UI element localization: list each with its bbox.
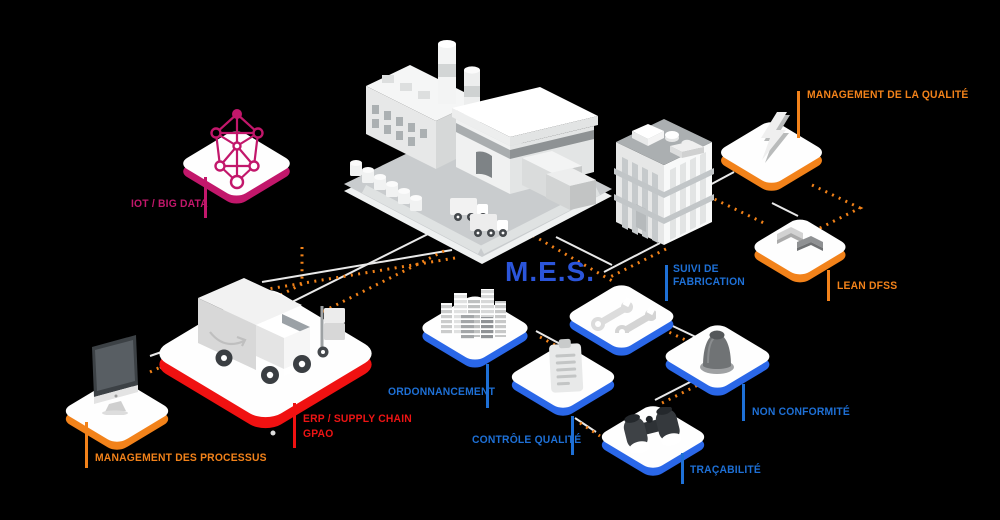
suivi-fabrication-label: SUIVI DE FABRICATION <box>673 263 745 289</box>
erp-label-line1: ERP / SUPPLY CHAIN <box>303 413 412 425</box>
management-qualite-label-line <box>797 91 800 138</box>
management-processus-label-line <box>85 422 88 468</box>
suivi-label-line1: SUIVI DE <box>673 263 719 275</box>
alarm-cone-icon <box>700 330 734 374</box>
lean-blocks-icon <box>777 227 823 251</box>
non-conformite-label: NON CONFORMITÉ <box>752 406 850 418</box>
city-towers-icon <box>441 289 506 339</box>
non-conformite-label-line <box>742 384 745 421</box>
factory-icon <box>344 40 612 264</box>
erp-label: ERP / SUPPLY CHAIN GPAO <box>303 412 412 441</box>
ordonnancement-label: ORDONNANCEMENT <box>388 386 496 398</box>
clipboard-icon <box>549 338 584 393</box>
tracabilite-label: TRAÇABILITÉ <box>690 464 761 476</box>
ordonnancement-label-line <box>486 364 489 408</box>
suivi-fabrication-label-line <box>665 265 668 301</box>
delivery-truck-icon <box>198 278 345 384</box>
lean-dfss-label: LEAN DFSS <box>837 280 898 292</box>
iot-label-line <box>204 177 207 218</box>
office-building-icon <box>614 119 714 245</box>
controle-qualite-label: CONTRÔLE QUALITÉ <box>472 434 582 446</box>
lightning-icon <box>761 112 790 163</box>
tracabilite-label-line <box>681 453 684 484</box>
controle-qualite-label-line <box>571 416 574 455</box>
management-processus-label: MANAGEMENT DES PROCESSUS <box>95 452 267 464</box>
lean-dfss-label-line <box>827 270 830 301</box>
erp-label-line2: GPAO <box>303 427 334 440</box>
desktop-monitor-icon <box>92 335 138 415</box>
management-qualite-label: MANAGEMENT DE LA QUALITÉ <box>807 89 969 101</box>
wrenches-icon <box>591 297 656 333</box>
suivi-label-line2: FABRICATION <box>673 276 745 288</box>
iot-label: IOT / BIG DATA <box>131 198 208 210</box>
erp-label-line <box>293 403 296 448</box>
network-graph-icon <box>210 109 264 190</box>
mes-center-label: M.E.S. <box>505 256 596 287</box>
binoculars-icon <box>623 407 681 453</box>
